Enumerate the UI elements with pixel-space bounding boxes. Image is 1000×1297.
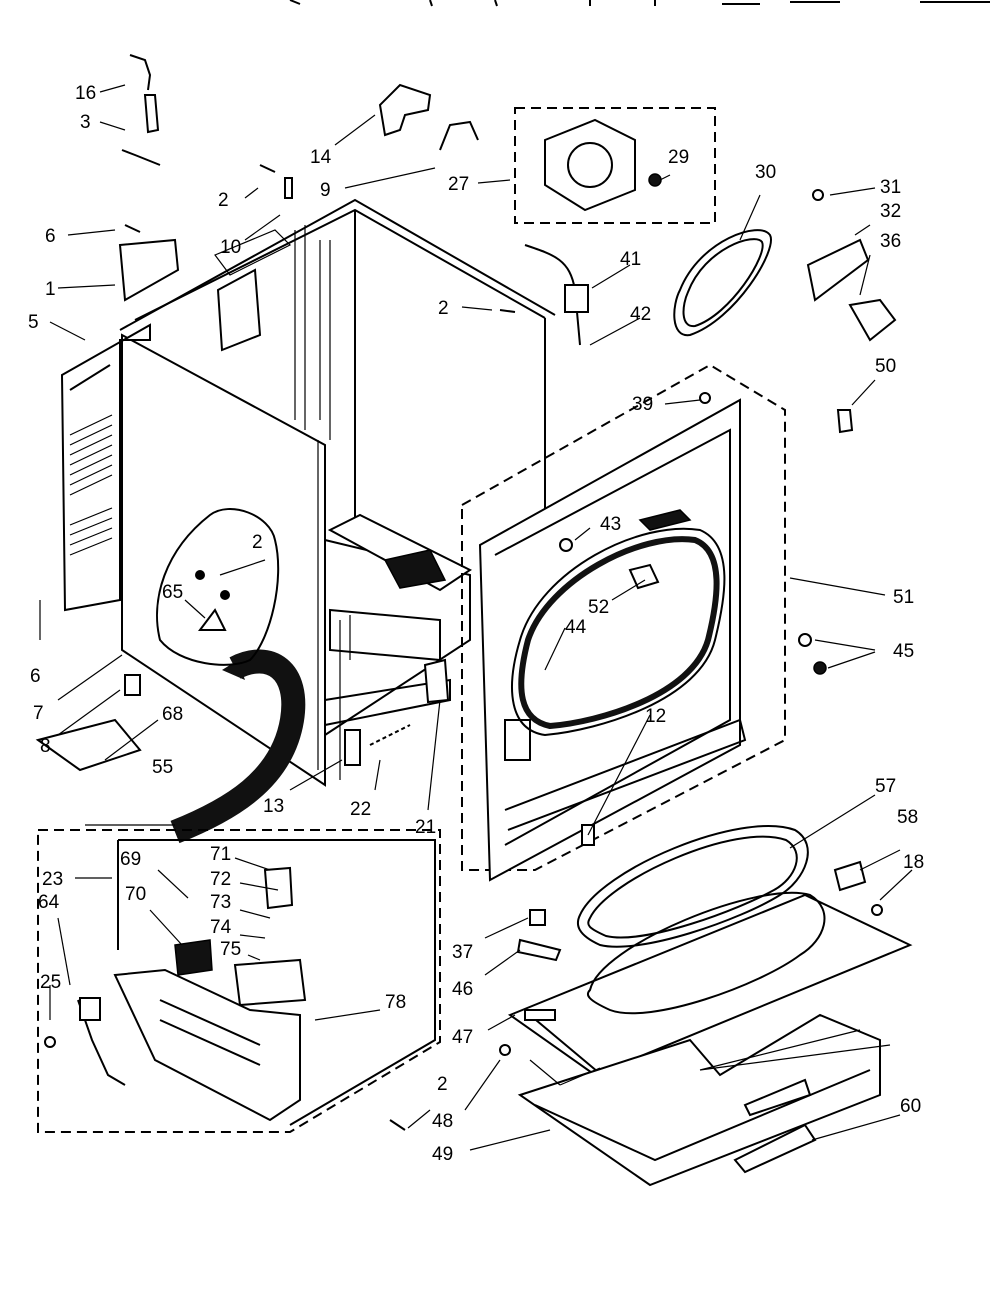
callout-55: 55 — [152, 757, 173, 778]
callout-75: 75 — [220, 939, 241, 960]
callout-21: 21 — [415, 817, 436, 838]
callout-3: 3 — [80, 112, 91, 133]
callout-37: 37 — [452, 942, 473, 963]
callout-78: 78 — [385, 992, 406, 1013]
callout-51: 51 — [893, 587, 914, 608]
callout-72: 72 — [210, 869, 231, 890]
callout-2-bottom: 2 — [437, 1074, 448, 1095]
callout-2-top: 2 — [218, 190, 229, 211]
callout-12: 12 — [645, 706, 666, 727]
rear-panel — [60, 323, 151, 612]
callout-39: 39 — [632, 394, 653, 415]
callout-23: 23 — [42, 869, 63, 890]
bottom-base — [499, 825, 913, 1187]
callout-13: 13 — [263, 796, 284, 817]
callout-49: 49 — [432, 1144, 453, 1165]
callout-46: 46 — [452, 979, 473, 1000]
callout-22: 22 — [350, 799, 371, 820]
callout-71: 71 — [210, 844, 231, 865]
callout-70: 70 — [125, 884, 146, 905]
callout-44: 44 — [565, 617, 587, 638]
callout-41: 41 — [620, 249, 641, 270]
callout-18: 18 — [903, 852, 924, 873]
callout-1: 1 — [45, 279, 56, 300]
top-edge-artifacts — [289, 0, 990, 7]
callout-31: 31 — [880, 177, 901, 198]
callout-42: 42 — [630, 304, 651, 325]
callout-43: 43 — [600, 514, 621, 535]
callout-27: 27 — [448, 174, 469, 195]
callout-64: 64 — [38, 892, 60, 913]
callout-10: 10 — [220, 237, 241, 258]
callout-16: 16 — [75, 83, 96, 104]
motor-box — [514, 107, 716, 224]
callout-labels: 16 3 14 9 27 29 30 31 32 36 2 6 10 1 5 4… — [28, 83, 924, 1165]
callout-2-right: 2 — [438, 298, 449, 319]
exhaust-duct — [170, 649, 306, 844]
callout-68: 68 — [162, 704, 183, 725]
callout-48: 48 — [432, 1111, 453, 1132]
callout-6-left: 6 — [30, 666, 41, 687]
callout-58: 58 — [897, 807, 918, 828]
callout-60: 60 — [900, 1096, 921, 1117]
hardware-parts — [35, 54, 897, 772]
callout-6-top: 6 — [45, 226, 56, 247]
leader-lines — [39, 84, 913, 1151]
callout-57: 57 — [875, 776, 896, 797]
callout-8: 8 — [40, 736, 51, 757]
callout-32: 32 — [880, 201, 901, 222]
callout-14: 14 — [310, 147, 332, 168]
callout-9: 9 — [320, 180, 331, 201]
front-panel-assembly — [461, 363, 827, 882]
callout-29: 29 — [668, 147, 689, 168]
callout-47: 47 — [452, 1027, 473, 1048]
callout-69: 69 — [120, 849, 141, 870]
base-assembly — [37, 829, 441, 1133]
callout-45: 45 — [893, 641, 914, 662]
callout-5: 5 — [28, 312, 39, 333]
callout-2-inset: 2 — [252, 532, 263, 553]
rear-panel-vents — [69, 414, 113, 556]
callout-73: 73 — [210, 892, 231, 913]
callout-7: 7 — [33, 703, 44, 724]
callout-25: 25 — [40, 972, 61, 993]
inset-blob — [156, 508, 280, 666]
callout-30: 30 — [755, 162, 776, 183]
callout-50: 50 — [875, 356, 896, 377]
callout-36: 36 — [880, 231, 901, 252]
callout-52: 52 — [588, 597, 609, 618]
callout-65: 65 — [162, 582, 183, 603]
callout-74: 74 — [210, 917, 232, 938]
